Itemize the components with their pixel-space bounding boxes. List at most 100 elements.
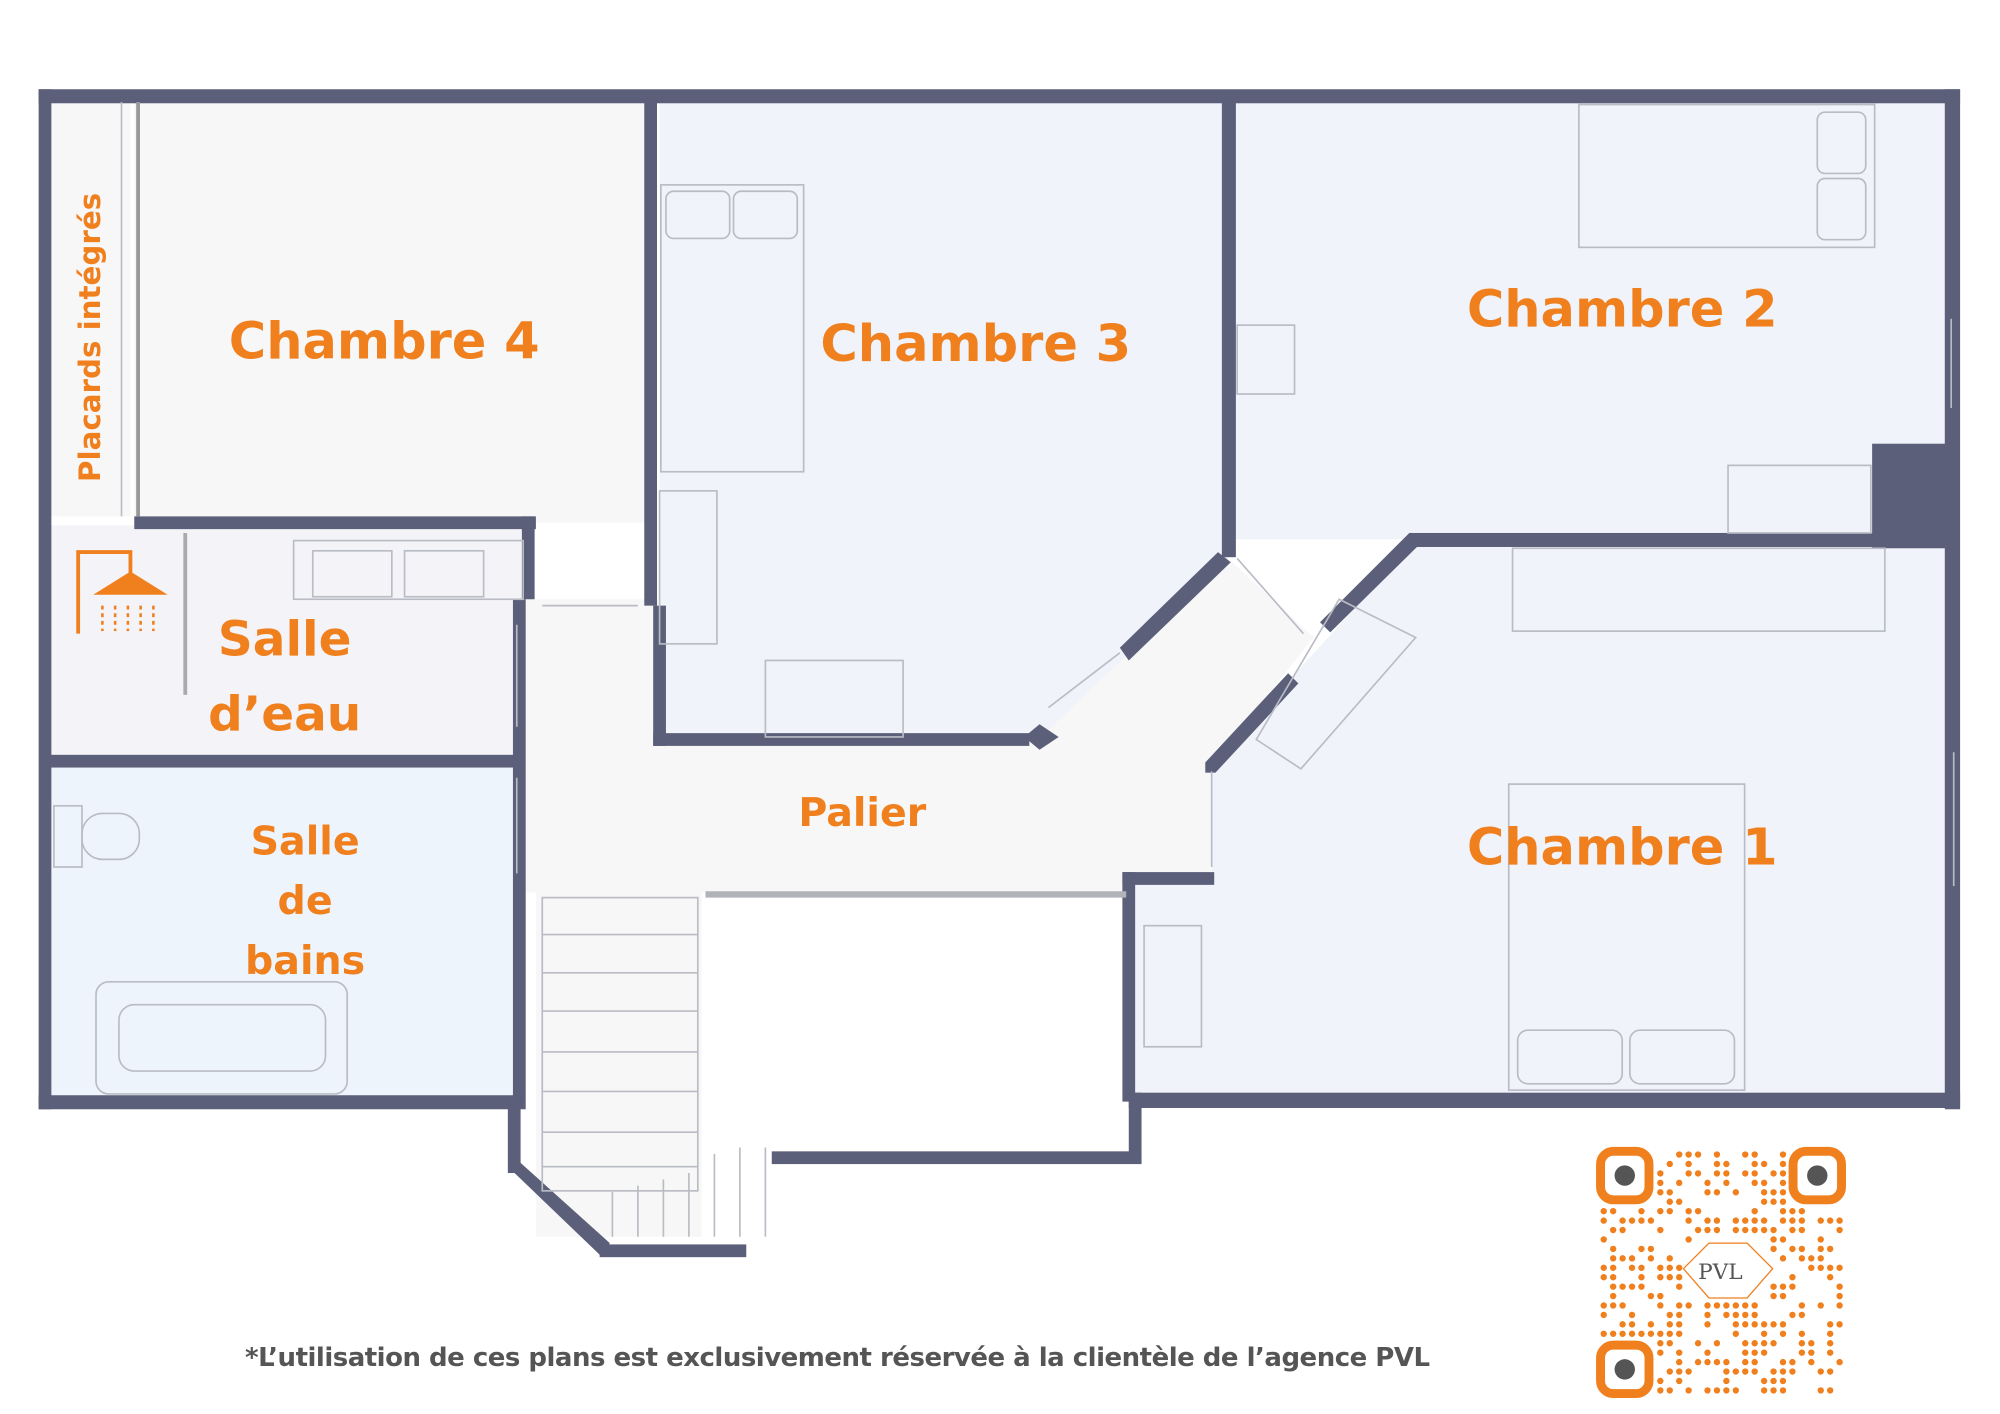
qr-module [1704, 1387, 1711, 1394]
label-chambre-1: Chambre 1 [1467, 818, 1778, 877]
qr-module [1779, 1207, 1787, 1215]
qr-module [1751, 1217, 1758, 1224]
qr-module [1666, 1255, 1673, 1262]
qr-module [1760, 1387, 1768, 1394]
qr-module [1666, 1160, 1673, 1168]
qr-module [1657, 1274, 1664, 1281]
room-chambre-4 [134, 102, 651, 523]
qr-module [1723, 1358, 1730, 1366]
qr-module [1817, 1368, 1824, 1375]
qr-module [1657, 1179, 1664, 1187]
stair-steps [541, 896, 767, 1237]
qr-module [1751, 1311, 1758, 1319]
qr-module [1742, 1311, 1749, 1319]
qr-module [1685, 1170, 1692, 1177]
qr-module [1704, 1217, 1711, 1224]
qr-module [1657, 1377, 1664, 1385]
qr-module [1751, 1358, 1758, 1366]
qr-module [1770, 1387, 1777, 1394]
qr-module [1704, 1179, 1711, 1187]
qr-module [1751, 1302, 1758, 1309]
qr-module [1760, 1340, 1768, 1347]
label-chambre-2: Chambre 2 [1467, 280, 1778, 339]
shower-icon [76, 550, 168, 634]
qr-module [1600, 1217, 1607, 1224]
qr-module [1836, 1302, 1843, 1309]
qr-module [1779, 1236, 1787, 1243]
qr-module [1666, 1340, 1673, 1347]
label-salle-bains-1: Salle [251, 818, 360, 864]
qr-module [1600, 1207, 1607, 1215]
qr-module [1600, 1274, 1607, 1281]
qr-module [1694, 1358, 1702, 1366]
qr-module [1826, 1368, 1834, 1375]
qr-module [1704, 1189, 1711, 1196]
qr-module [1676, 1283, 1683, 1290]
qr-module [1694, 1151, 1702, 1158]
qr-module [1760, 1377, 1768, 1385]
qr-module [1751, 1170, 1758, 1177]
qr-module [1826, 1274, 1834, 1281]
qr-module [1647, 1217, 1655, 1224]
qr-module [1779, 1151, 1787, 1158]
room-salle-de-bains [51, 767, 517, 1100]
qr-module [1742, 1217, 1749, 1224]
label-salle-eau-1: Salle [218, 611, 352, 667]
qr-module [1657, 1264, 1664, 1271]
qr-module [1619, 1302, 1626, 1309]
qr-module [1676, 1358, 1683, 1366]
room-placards [51, 102, 131, 517]
qr-module [1751, 1151, 1758, 1158]
qr-module [1826, 1387, 1834, 1394]
qr-module [1638, 1264, 1645, 1271]
qr-module [1742, 1321, 1749, 1328]
qr-module [1836, 1264, 1843, 1271]
qr-module [1694, 1207, 1702, 1215]
qr-module [1657, 1170, 1664, 1177]
qr-module [1657, 1226, 1664, 1234]
qr-module [1770, 1245, 1777, 1253]
qr-module [1685, 1151, 1692, 1158]
qr-code: PVL [1596, 1146, 1846, 1399]
qr-module [1676, 1198, 1683, 1205]
qr-module [1676, 1330, 1683, 1337]
qr-module [1723, 1170, 1730, 1177]
qr-module [1657, 1349, 1664, 1356]
qr-module [1609, 1330, 1617, 1337]
qr-module [1789, 1226, 1796, 1234]
qr-module [1770, 1236, 1777, 1243]
qr-module [1798, 1226, 1806, 1234]
qr-module [1647, 1245, 1655, 1253]
qr-module [1704, 1321, 1711, 1328]
qr-module [1600, 1264, 1607, 1271]
qr-module [1770, 1283, 1777, 1290]
qr-module [1676, 1377, 1683, 1385]
qr-module [1657, 1189, 1664, 1196]
qr-module [1609, 1245, 1617, 1253]
qr-module [1685, 1160, 1692, 1168]
label-salle-bains-2: de [278, 878, 333, 924]
qr-module [1798, 1340, 1806, 1347]
qr-module [1808, 1264, 1815, 1271]
qr-module [1742, 1368, 1749, 1375]
qr-module [1657, 1387, 1664, 1394]
qr-module [1798, 1302, 1806, 1309]
qr-module [1742, 1170, 1749, 1177]
qr-module [1751, 1226, 1758, 1234]
qr-module [1826, 1264, 1834, 1271]
qr-module [1685, 1207, 1692, 1215]
qr-module [1817, 1245, 1824, 1253]
qr-module [1836, 1358, 1843, 1366]
qr-module [1638, 1207, 1645, 1215]
qr-module [1779, 1170, 1787, 1177]
qr-module [1713, 1387, 1721, 1394]
qr-module [1619, 1330, 1626, 1337]
qr-module [1685, 1302, 1692, 1309]
qr-module [1779, 1377, 1787, 1385]
qr-module [1779, 1321, 1787, 1328]
qr-module [1742, 1226, 1749, 1234]
qr-module [1666, 1189, 1673, 1196]
qr-module [1647, 1321, 1655, 1328]
qr-module [1676, 1311, 1683, 1319]
qr-module [1713, 1358, 1721, 1366]
